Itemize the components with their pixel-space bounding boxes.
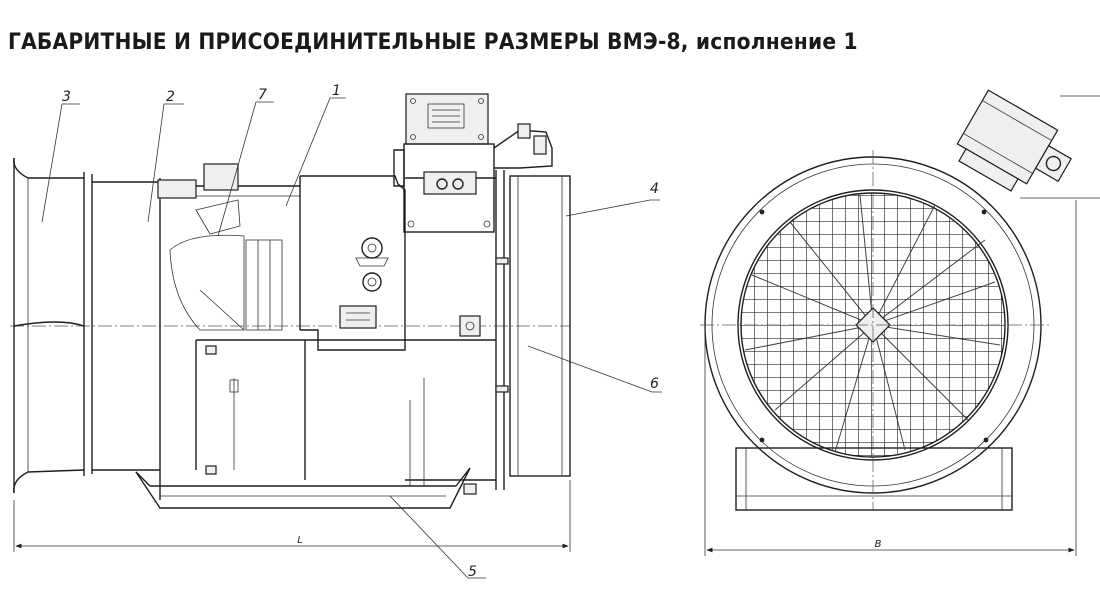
front-terminal-box	[956, 89, 1072, 192]
callout-6: 6	[650, 376, 659, 392]
dimension-width: B	[704, 200, 1077, 556]
inlet-tube	[92, 178, 197, 500]
callout-3: 3	[62, 89, 71, 105]
dimension-b-label: B	[875, 539, 882, 550]
callout-5: 5	[468, 564, 477, 580]
impeller-stage	[169, 163, 301, 331]
callout-7: 7	[258, 87, 267, 103]
terminal-box	[393, 93, 553, 233]
callout-2: 2	[166, 89, 175, 105]
inlet-collector	[13, 157, 93, 494]
callout-4: 4	[650, 181, 659, 197]
dimension-length: L	[13, 480, 571, 552]
bolts	[205, 257, 509, 495]
front-view: B	[700, 89, 1100, 556]
mounting-points	[759, 209, 989, 443]
main-casing	[195, 170, 509, 495]
side-view: L 3 2 7 1 4 6 5	[10, 83, 662, 580]
callout-1: 1	[332, 83, 341, 99]
outlet-ring	[509, 175, 571, 477]
page-title: ГАБАРИТНЫЕ И ПРИСОЕДИНИТЕЛЬНЫЕ РАЗМЕРЫ В…	[8, 30, 858, 55]
dimension-l-label: L	[297, 535, 303, 546]
base-frame	[135, 467, 471, 509]
callout-leaders	[41, 97, 662, 579]
callout-labels: 3 2 7 1 4 6 5	[62, 83, 659, 580]
motor-housing	[300, 175, 406, 351]
